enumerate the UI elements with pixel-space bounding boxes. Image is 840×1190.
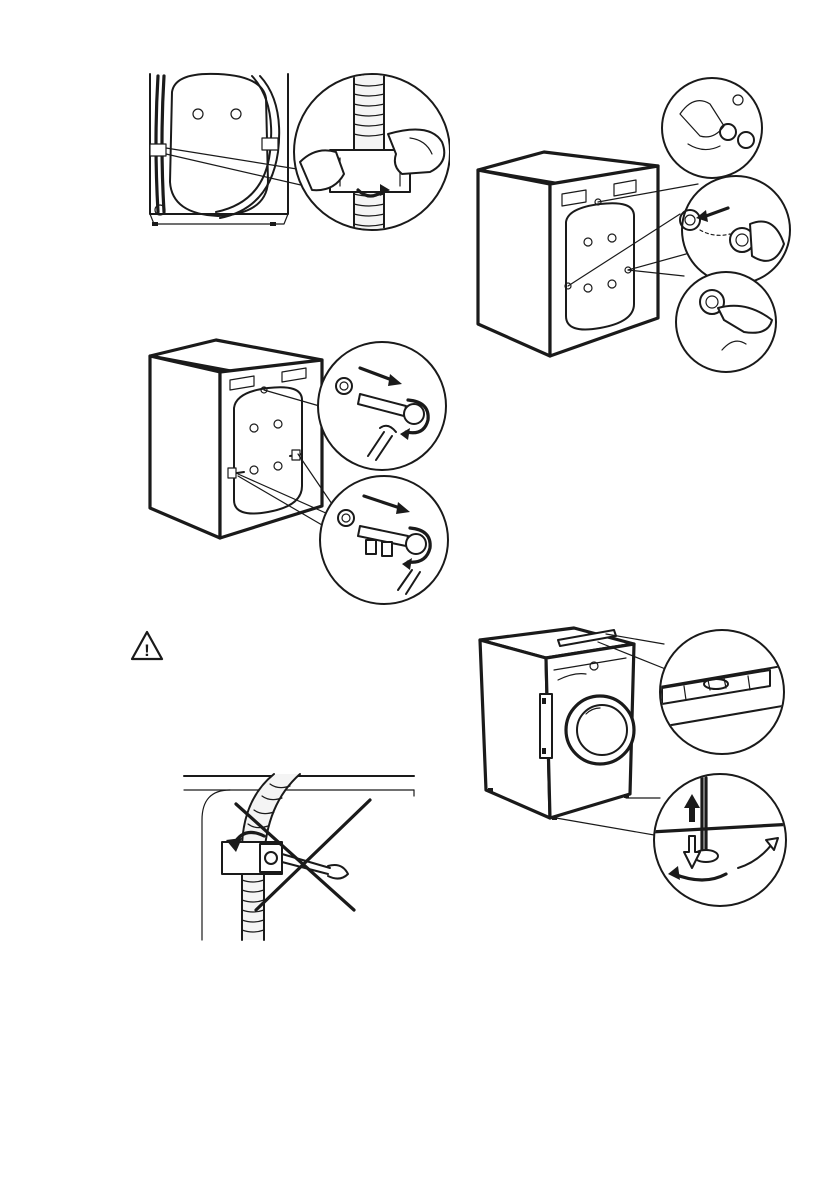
illustration-remove-transit-bolts bbox=[146, 336, 452, 608]
warning-triangle-icon: ! bbox=[130, 630, 164, 662]
figure-transit-plugs bbox=[474, 74, 800, 374]
figure-hose-do-not bbox=[182, 770, 418, 945]
illustration-level-machine bbox=[474, 618, 804, 910]
figure-levelling bbox=[474, 618, 804, 910]
illustration-back-panel-hose bbox=[140, 62, 450, 242]
illustration-do-not-remove-clamp bbox=[182, 770, 418, 945]
figure-hose-bracket bbox=[140, 62, 450, 242]
illustration-insert-plugs bbox=[474, 74, 800, 374]
figure-transit-bolts bbox=[146, 336, 452, 608]
warning-symbol: ! bbox=[144, 641, 150, 660]
